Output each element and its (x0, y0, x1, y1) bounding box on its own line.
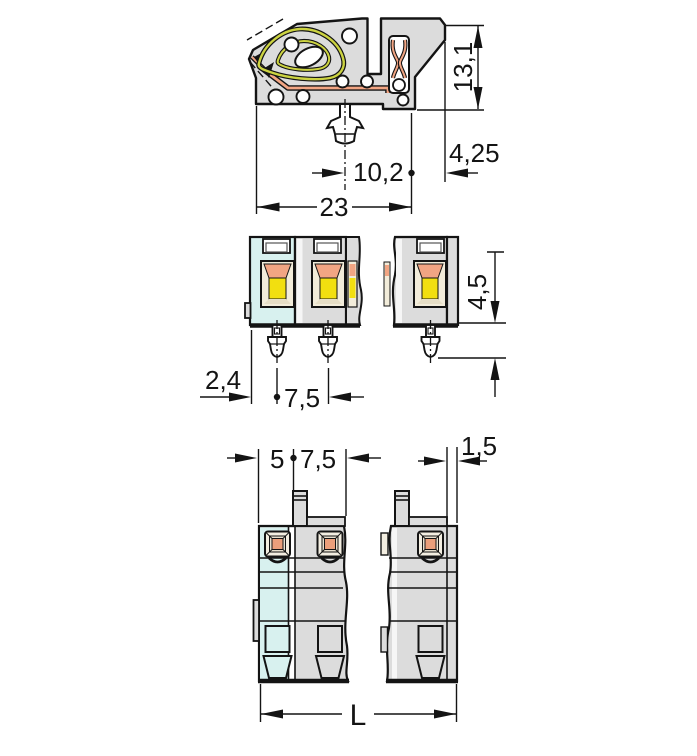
dim-label-4-25: 4,25 (449, 138, 500, 168)
dim-height: 13,1 (417, 24, 484, 111)
front-view: 4,5 2,4 7,5 (200, 235, 506, 413)
plan-pole-2-details (314, 530, 346, 679)
dim-edge-to-pin: 2,4 (200, 330, 281, 404)
snap-in-foot (325, 99, 365, 190)
pole-1-clamp-opening (260, 238, 295, 308)
cage-clamp-spring (256, 26, 347, 82)
plan-end-pole-details (380, 530, 446, 679)
dim-label-23: 23 (320, 192, 349, 222)
dim-label-1-5: 1,5 (461, 431, 497, 461)
plan-side-tab (252, 599, 260, 642)
dim-depth: 23 (255, 106, 413, 222)
plan-ledge-1 (306, 516, 346, 527)
end-pole-clamp-opening (413, 238, 447, 308)
solder-pin-1 (267, 320, 287, 366)
dim-label-13-1: 13,1 (448, 42, 478, 93)
dim-label-2-4: 2,4 (205, 365, 241, 395)
hidden-edge-line (249, 61, 278, 94)
side-view: 13,1 4,25 10,2 23 (246, 17, 500, 222)
end-plate (445, 235, 460, 327)
dim-total-length: L (259, 684, 458, 732)
plan-pole-1-details (262, 530, 293, 679)
spring-anchor-slot (294, 45, 324, 69)
dim-pitch-plan: 7,5 (300, 444, 381, 516)
dim-label-10-2: 10,2 (353, 157, 404, 187)
socket-contact (388, 35, 410, 94)
dim-label-L: L (350, 699, 367, 732)
pole-2-clamp-opening (311, 238, 346, 308)
dim-label-7-5-plan: 7,5 (300, 444, 336, 474)
dim-label-4-5: 4,5 (462, 274, 492, 310)
dim-end-offset: 5 (227, 444, 297, 523)
solder-pin-2 (318, 320, 338, 366)
plan-view: 5 7,5 1,5 L (227, 431, 497, 732)
dim-step: 4,25 (444, 42, 500, 182)
dim-label-5: 5 (270, 444, 284, 474)
dim-pitch-front: 7,5 (284, 368, 364, 413)
dim-pin-length: 4,5 (438, 251, 506, 397)
side-tab (244, 302, 252, 319)
housing-holes (267, 27, 410, 107)
solder-pin-3 (420, 320, 441, 366)
plan-partition-lines (259, 557, 457, 622)
dim-foot-offset: 10,2 (312, 157, 415, 187)
dim-end-plate: 1,5 (418, 431, 497, 523)
dim-label-7-5-front: 7,5 (284, 383, 320, 413)
hidden-edge-line (246, 18, 284, 41)
plan-ledge-2 (408, 516, 448, 527)
